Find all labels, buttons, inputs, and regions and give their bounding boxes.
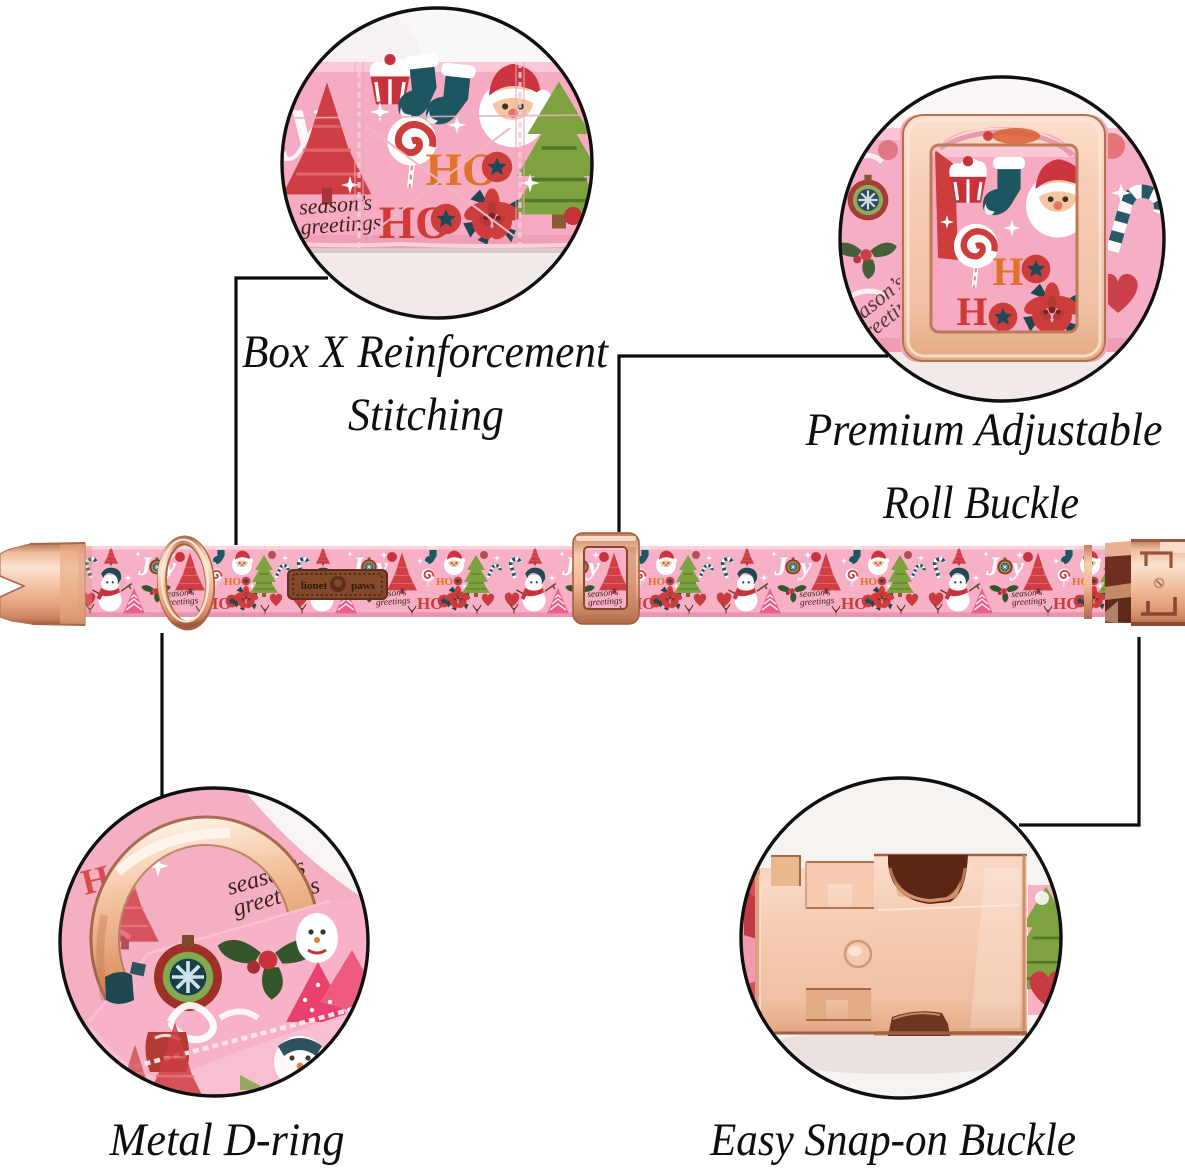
svg-text:H: H xyxy=(992,249,1023,294)
svg-text:paws: paws xyxy=(351,580,376,592)
svg-text:Premium Adjustable: Premium Adjustable xyxy=(805,404,1163,456)
svg-text:Easy Snap-on Buckle: Easy Snap-on Buckle xyxy=(709,1114,1076,1166)
svg-text:Stitching: Stitching xyxy=(348,389,504,441)
svg-text:Box X Reinforcement: Box X Reinforcement xyxy=(242,326,609,378)
svg-text:Metal D-ring: Metal D-ring xyxy=(109,1114,345,1166)
svg-text:Roll Buckle: Roll Buckle xyxy=(882,477,1079,529)
svg-text:H: H xyxy=(956,289,987,334)
svg-text:lionet: lionet xyxy=(301,580,328,592)
